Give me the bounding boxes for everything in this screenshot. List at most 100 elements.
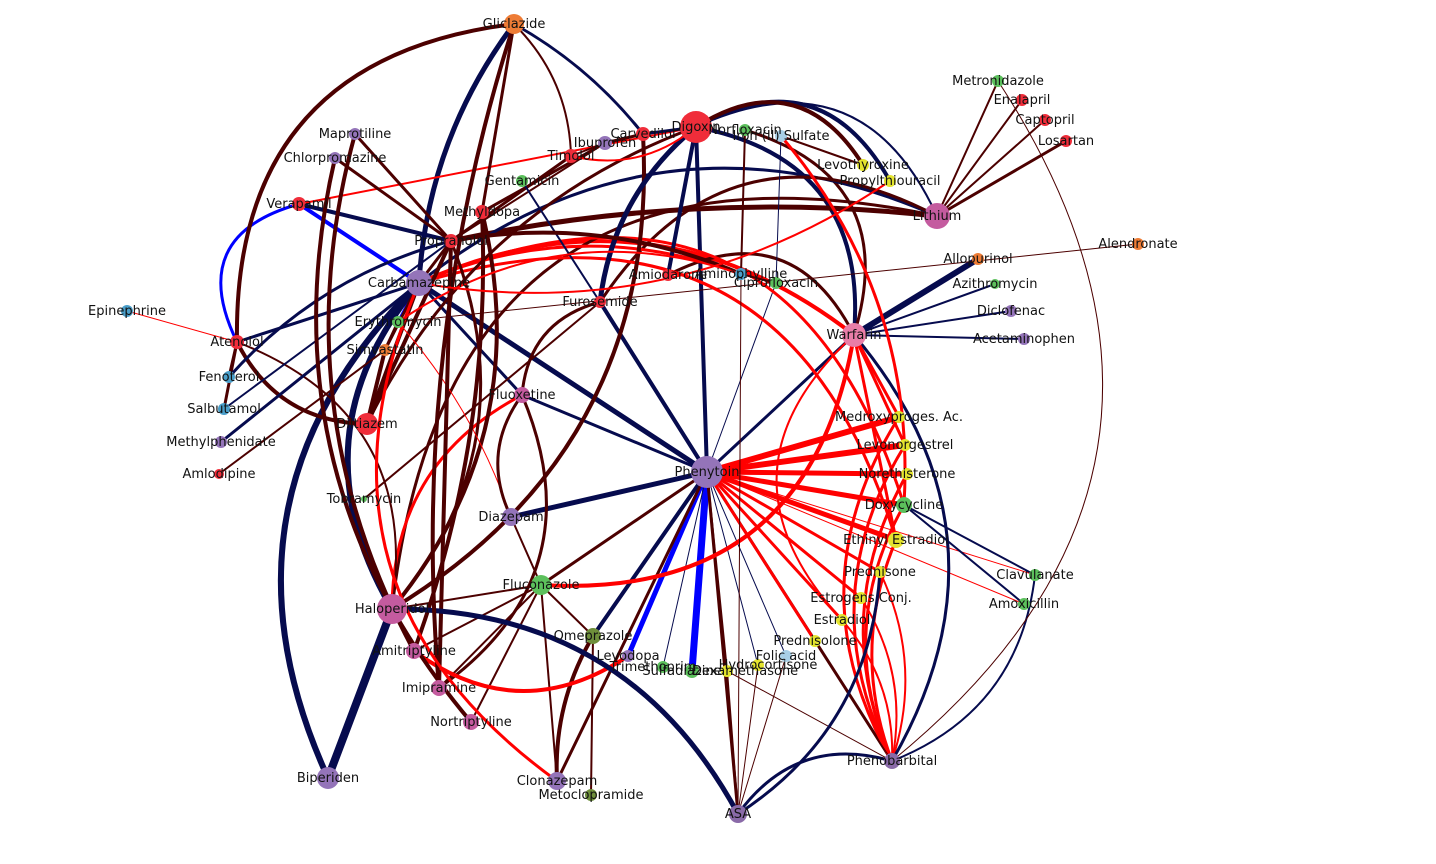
node-label-amitriptyline: Amitriptyline (372, 644, 456, 659)
node-hydrocortisone[interactable] (752, 659, 764, 671)
node-ciprofloxacin[interactable] (770, 277, 782, 289)
edge-carvedilol-gliclazide (512, 22, 645, 136)
node-amlodipine[interactable] (214, 469, 224, 479)
node-verapamil[interactable] (292, 197, 306, 211)
node-atenolol[interactable] (230, 335, 244, 349)
node-metronidazole[interactable] (992, 75, 1004, 87)
edge-haloperidol-carvedilol (390, 132, 646, 611)
node-timolol[interactable] (564, 149, 578, 163)
node-acetaminophen[interactable] (1018, 333, 1030, 345)
edge-carbamazepine-fluoxetine (417, 281, 524, 397)
node-azithromycin[interactable] (990, 279, 1000, 289)
node-imipramine[interactable] (431, 680, 447, 696)
node-gentamicin[interactable] (516, 175, 528, 187)
node-phenobarbital[interactable] (884, 753, 900, 769)
node-amoxicillin[interactable] (1018, 598, 1030, 610)
node-biperiden[interactable] (317, 767, 339, 789)
node-losartan[interactable] (1060, 135, 1072, 147)
node-label-ciprofloxacin: Ciprofloxacin (734, 276, 818, 291)
edge-ironsulfate-levothyroxine (780, 135, 864, 166)
node-erythromycin[interactable] (392, 316, 404, 328)
edge-digoxin-furosemide (597, 124, 699, 305)
node-sulfadiazine[interactable] (685, 664, 699, 678)
node-omeprazole[interactable] (585, 628, 601, 644)
node-estradiol[interactable] (836, 614, 848, 626)
node-levodopa[interactable] (622, 650, 634, 662)
node-maprotiline[interactable] (349, 128, 361, 140)
node-prednisolone[interactable] (809, 635, 821, 647)
node-epinephrine[interactable] (121, 305, 133, 317)
node-carbamazepine[interactable] (406, 270, 432, 296)
node-label-digoxin: Digoxin (672, 120, 721, 135)
node-label-estradiol: Estradiol (814, 613, 871, 628)
node-fluconazole[interactable] (531, 575, 551, 595)
edge-fluconazole-imipramine (438, 584, 542, 689)
node-medroxyprogesterone[interactable] (893, 411, 905, 423)
node-fenoterol[interactable] (223, 371, 235, 383)
node-doxycycline[interactable] (896, 497, 912, 513)
node-ethinylestradiol[interactable] (888, 532, 904, 548)
node-label-allopurinol: Allopurinol (943, 252, 1012, 267)
node-amitriptyline[interactable] (406, 643, 422, 659)
node-lithium[interactable] (924, 203, 950, 229)
node-warfarin[interactable] (842, 323, 866, 347)
node-label-amoxicillin: Amoxicillin (989, 597, 1059, 612)
edge-carbamazepine-ethinylestradiol (417, 256, 898, 542)
node-nortriptyline[interactable] (463, 714, 479, 730)
node-furosemide[interactable] (594, 296, 606, 308)
node-levonorgestrel[interactable] (899, 439, 911, 451)
node-folicacid[interactable] (780, 650, 792, 662)
node-label-amlodipine: Amlodipine (182, 467, 255, 482)
node-label-carvedilol: Carvedilol (610, 127, 675, 142)
node-label-verapamil: Verapamil (266, 197, 331, 212)
node-estrogensconj[interactable] (855, 592, 867, 604)
node-label-alendronate: Alendronate (1098, 237, 1177, 252)
node-methyldopa[interactable] (475, 205, 489, 219)
node-ibuprofen[interactable] (598, 136, 612, 150)
edge-tobramycin-furosemide (363, 301, 601, 500)
node-amiodarone[interactable] (662, 269, 674, 281)
node-asa[interactable] (729, 805, 747, 823)
node-captopril[interactable] (1039, 114, 1051, 126)
node-trimethoprim[interactable] (657, 661, 669, 673)
node-clavulanate[interactable] (1029, 569, 1041, 581)
edge-aminophylline-asa (737, 273, 742, 815)
node-methylphenidate[interactable] (215, 436, 227, 448)
node-simvastatin[interactable] (379, 344, 391, 356)
edge-warfarin-medroxyprogesterone (852, 333, 901, 419)
node-propranolol[interactable] (444, 234, 458, 248)
node-propylthiouracil[interactable] (884, 175, 896, 187)
node-metoclopramide[interactable] (585, 789, 597, 801)
node-aminophylline[interactable] (735, 268, 747, 280)
node-label-methyldopa: Methyldopa (444, 205, 520, 220)
edge-carbamazepine-biperiden (277, 280, 422, 781)
node-tobramycin[interactable] (361, 496, 367, 502)
node-haloperidol[interactable] (377, 594, 407, 624)
node-enalapril[interactable] (1016, 94, 1028, 106)
node-levothyroxine[interactable] (857, 159, 869, 171)
edge-phenobarbital-clavulanate (891, 574, 1036, 762)
node-label-gentamicin: Gentamicin (485, 174, 560, 189)
node-prednisone[interactable] (874, 566, 886, 578)
edge-asa-hydrocortisone (737, 664, 759, 815)
node-digoxin[interactable] (680, 111, 712, 143)
edge-phenobarbital-levonorgestrel (852, 443, 907, 763)
node-dexamethasone[interactable] (721, 665, 733, 677)
node-diltiazem[interactable] (356, 413, 378, 435)
node-diclofenac[interactable] (1005, 305, 1017, 317)
node-fluoxetine[interactable] (514, 387, 530, 403)
node-gliclazide[interactable] (504, 14, 524, 34)
node-diazepam[interactable] (502, 508, 520, 526)
node-allopurinol[interactable] (972, 253, 984, 265)
node-norfloxacin[interactable] (739, 124, 751, 136)
node-alendronate[interactable] (1132, 238, 1144, 250)
node-clonazepam[interactable] (548, 772, 566, 790)
edge-methyldopa-ibuprofen (480, 141, 607, 214)
node-phenytoin[interactable] (691, 456, 723, 488)
edge-imipramine-gliclazide (430, 22, 516, 690)
node-norethisterone[interactable] (901, 468, 913, 480)
node-salbutamol[interactable] (218, 403, 230, 415)
node-carvedilol[interactable] (636, 127, 650, 141)
node-ironsulfate[interactable] (775, 130, 787, 142)
node-chlorpromazine[interactable] (329, 152, 341, 164)
